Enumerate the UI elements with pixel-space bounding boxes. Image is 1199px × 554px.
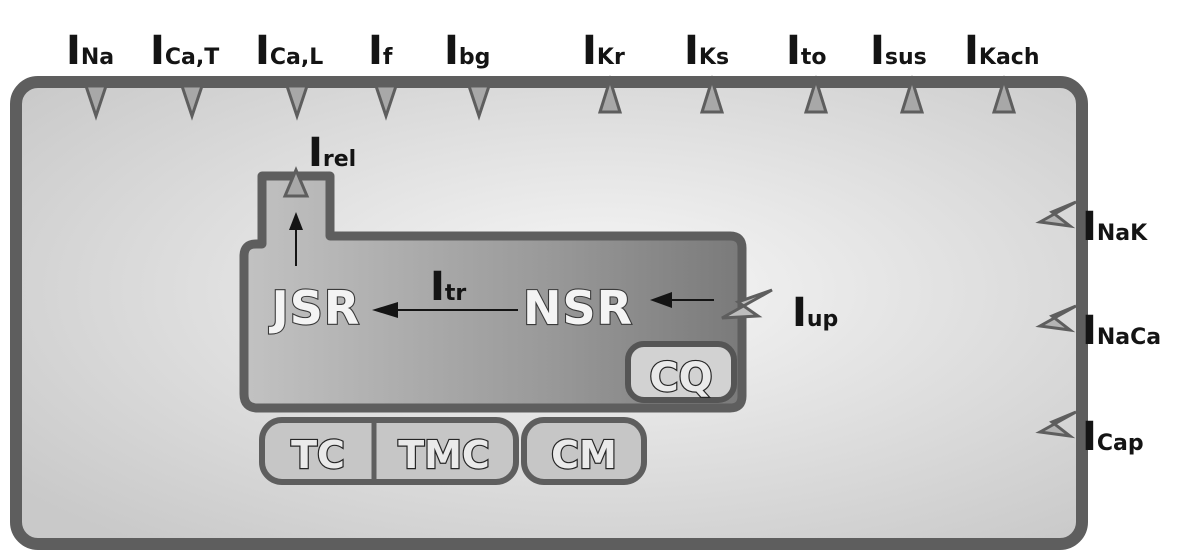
sarcoplasmic-reticulum <box>239 171 747 413</box>
top-channels <box>83 74 1017 121</box>
current-label-ikr: IKr <box>582 28 625 74</box>
transfer-arrowhead-icon <box>372 302 398 318</box>
cm-box <box>521 417 647 485</box>
channel-ibg-icon <box>466 84 492 121</box>
buffer-tmc-label: TMC <box>398 433 490 477</box>
current-label-isus: Isus <box>870 28 927 74</box>
exchanger-inaca-icon <box>1035 304 1077 333</box>
current-label-ito: Ito <box>786 28 827 74</box>
channel-ical-icon <box>284 84 310 121</box>
current-label-icap: ICap <box>1082 414 1144 460</box>
current-label-ikach: IKach <box>964 28 1040 74</box>
right-channels <box>1035 200 1077 439</box>
current-label-inak: INaK <box>1082 204 1148 250</box>
buffer-cm-label: CM <box>551 433 617 477</box>
current-label-iup: Iup <box>792 290 838 336</box>
channel-ito-icon <box>803 74 829 114</box>
pump-inak-icon <box>1035 200 1077 229</box>
channel-if-icon <box>373 84 399 121</box>
cq-box <box>625 341 737 403</box>
right-current-labels: INaK INaCa ICap <box>1082 204 1161 460</box>
channel-ikr-icon <box>597 74 623 114</box>
current-label-ina: INa <box>66 28 114 74</box>
buffer-tc-label: TC <box>291 433 345 477</box>
jsr-label: JSR <box>269 281 361 335</box>
current-label-irel: Irel <box>308 130 356 176</box>
uptake-arrowhead-icon <box>650 292 672 308</box>
top-current-labels: INa ICa,T ICa,L If Ibg IKr IKs Ito Isus … <box>66 28 1040 74</box>
channel-ikach-icon <box>991 74 1017 114</box>
tc-tmc-box <box>259 417 519 485</box>
channel-ina-icon <box>83 84 109 121</box>
nsr-label: NSR <box>523 281 633 335</box>
channel-iks-icon <box>699 74 725 114</box>
current-label-ical: ICa,L <box>255 28 323 74</box>
pump-icap-icon <box>1035 410 1077 439</box>
buffer-group: TC TMC CM <box>259 417 647 485</box>
current-label-itr: Itr <box>430 264 466 310</box>
pump-iup-icon <box>721 288 773 320</box>
channel-icat-icon <box>179 84 205 121</box>
current-label-iks: IKs <box>684 28 729 74</box>
current-label-icat: ICa,T <box>150 28 219 74</box>
release-arrowhead-icon <box>289 212 303 230</box>
cq-label: CQ <box>649 355 712 401</box>
release-channel-icon <box>282 166 310 198</box>
channel-isus-icon <box>899 74 925 114</box>
current-label-ibg: Ibg <box>444 28 490 74</box>
current-label-if: If <box>368 28 393 74</box>
current-label-inaca: INaCa <box>1082 308 1161 354</box>
